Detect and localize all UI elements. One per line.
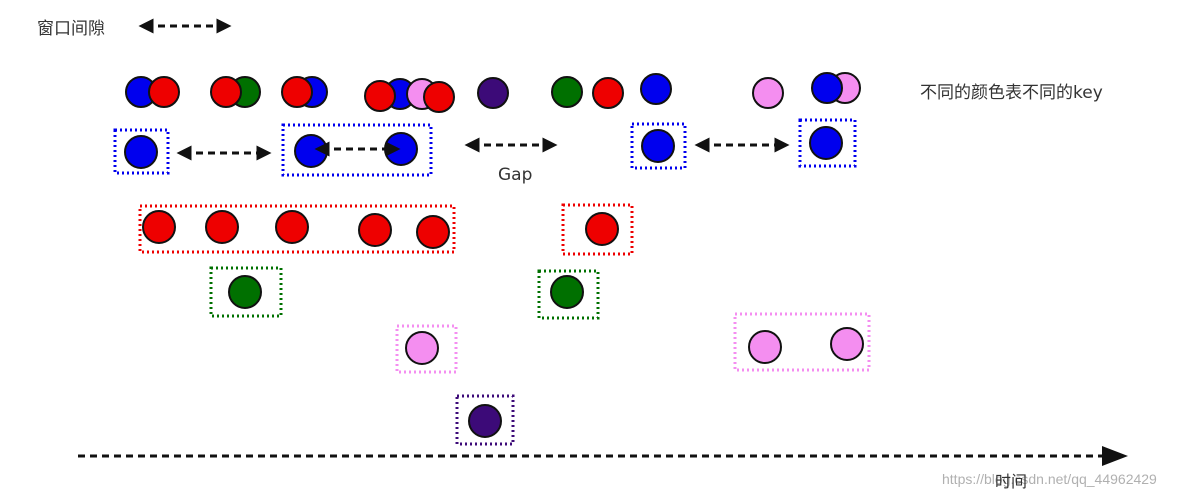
event-dot-blue (640, 73, 672, 105)
blue-event (809, 126, 843, 160)
event-dot-green (551, 76, 583, 108)
event-dot-blue (811, 72, 843, 104)
pink-session-row (395, 312, 871, 374)
red-event (416, 215, 450, 249)
green-window-1 (209, 266, 283, 318)
pink-event (830, 327, 864, 361)
event-dot-purple (477, 77, 509, 109)
pink-window-1 (395, 324, 458, 374)
blue-event (384, 132, 418, 166)
red-event (275, 210, 309, 244)
green-window-2 (537, 269, 600, 320)
blue-window-2 (281, 123, 433, 177)
red-event (585, 212, 619, 246)
red-window-2 (561, 203, 634, 256)
red-event (358, 213, 392, 247)
green-event (550, 275, 584, 309)
red-event (142, 210, 176, 244)
red-session-row (138, 203, 634, 256)
event-dot-red (364, 80, 396, 112)
red-event (205, 210, 239, 244)
window-gap-label: 窗口间隙 (37, 19, 105, 39)
blue-event (294, 134, 328, 168)
purple-window-1 (455, 394, 515, 446)
event-dot-red (281, 76, 313, 108)
red-window-1 (138, 204, 456, 254)
purple-session-row (455, 394, 515, 446)
event-dot-pink (752, 77, 784, 109)
event-dot-red (210, 76, 242, 108)
event-dot-red (592, 77, 624, 109)
purple-event (468, 404, 502, 438)
green-event (228, 275, 262, 309)
blue-event (124, 135, 158, 169)
pink-event (405, 331, 439, 365)
time-axis-arrow-icon (78, 446, 1128, 466)
event-dot-red (148, 76, 180, 108)
event-dot-red (423, 81, 455, 113)
incoming-events-row (125, 72, 861, 113)
pink-event (748, 330, 782, 364)
blue-window-1 (113, 128, 170, 175)
color-key-legend-label: 不同的颜色表不同的key (920, 83, 1103, 103)
pink-window-2 (733, 312, 871, 372)
blue-session-row (113, 118, 857, 177)
time-axis-label: 时间 (995, 472, 1028, 491)
gap-label: Gap (498, 165, 533, 185)
blue-window-3 (630, 122, 687, 170)
watermark: https://blog.csdn.net/qq_44962429 (942, 471, 1157, 487)
green-session-row (209, 266, 600, 320)
blue-event (641, 129, 675, 163)
